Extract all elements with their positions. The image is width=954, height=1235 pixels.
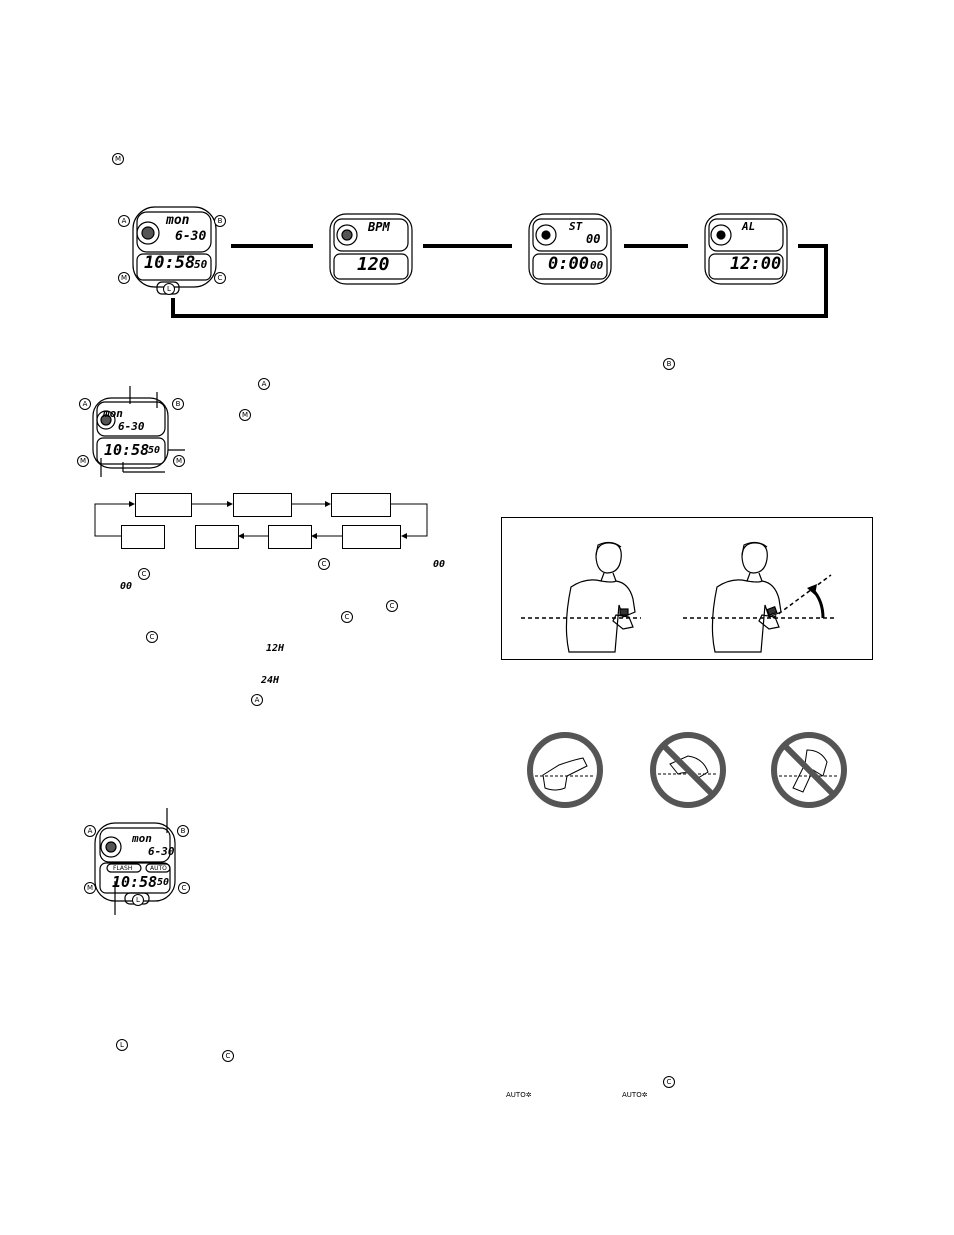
watch1-time: 10:58 [144, 253, 196, 273]
marker-light-l: L [116, 1039, 128, 1051]
watch3-value: 0:00 [548, 254, 589, 274]
setting-step-1 [135, 493, 192, 517]
watch4-value: 12:00 [730, 254, 782, 274]
mode-cycle-diagram [132, 206, 828, 318]
timekeeping-watch-diagram [92, 386, 185, 477]
lw-button-l: L [132, 894, 144, 906]
lw-button-a: A [84, 825, 96, 837]
tk-day: mon [103, 407, 123, 420]
setting-flow-arrows [94, 501, 428, 539]
watch1-date: 6-30 [175, 229, 207, 244]
setting-step-2 [233, 493, 292, 517]
marker-right-b: B [663, 358, 675, 370]
lw-seconds: 50 [157, 877, 170, 888]
marker-c3: C [386, 600, 398, 612]
marker-c5: C [146, 631, 158, 643]
setting-step-4 [342, 525, 401, 549]
button-l-label: L [163, 283, 175, 295]
seg-00-a: 00 [433, 559, 446, 570]
mode-button-marker: M [112, 153, 124, 165]
watch2-value: 120 [357, 254, 390, 275]
watch2-label: BPM [368, 220, 390, 234]
lw-button-b: B [177, 825, 189, 837]
wrong-wrist-icon-1 [650, 732, 726, 808]
seg-24h: 24H [261, 675, 280, 686]
correct-wrist-icon [527, 732, 603, 808]
marker-c1: C [138, 568, 150, 580]
marker-m1: M [239, 409, 251, 421]
watch4-label: AL [742, 220, 756, 233]
tk-button-m: M [77, 455, 89, 467]
marker-c4: C [341, 611, 353, 623]
wrong-wrist-icon-2 [771, 732, 847, 808]
button-m-label: M [118, 272, 130, 284]
auto-indicator: AUTO [150, 865, 167, 872]
watch3-seconds: 00 [590, 259, 604, 272]
auto-indicator-2: AUTO✲ [622, 1091, 648, 1099]
button-b-label: B [214, 215, 226, 227]
lw-day: mon [132, 832, 152, 845]
lw-button-m: M [84, 882, 96, 894]
watch1-seconds: 50 [194, 258, 208, 271]
marker-light-c: C [222, 1050, 234, 1062]
lw-time: 10:58 [112, 873, 158, 891]
tk-time: 10:58 [104, 441, 150, 459]
setting-step-7 [121, 525, 165, 549]
setting-step-5 [268, 525, 312, 549]
marker-a1: A [258, 378, 270, 390]
wrist-tilt-illustration [501, 517, 873, 660]
auto-indicator-1: AUTO✲ [506, 1091, 532, 1099]
marker-a2: A [251, 694, 263, 706]
tk-button-a: A [79, 398, 91, 410]
setting-step-3 [331, 493, 391, 517]
light-watch-diagram [94, 808, 176, 915]
marker-right-c: C [663, 1076, 675, 1088]
tk-date: 6-30 [118, 420, 145, 433]
watch3-mid: 00 [586, 232, 601, 246]
watch1-day: mon [166, 213, 190, 228]
watch3-label: ST [569, 220, 583, 233]
button-c-label: C [214, 272, 226, 284]
lw-button-c: C [178, 882, 190, 894]
seg-00-b: 00 [120, 581, 133, 592]
button-a-label: A [118, 215, 130, 227]
tk-button-b: B [172, 398, 184, 410]
seg-12h: 12H [266, 643, 285, 654]
tk-seconds: 50 [148, 445, 161, 456]
tk-button-m2: M [173, 455, 185, 467]
flash-indicator: FLASH [113, 865, 133, 872]
setting-step-6 [195, 525, 239, 549]
lw-date: 6-30 [148, 845, 175, 858]
marker-c2: C [318, 558, 330, 570]
